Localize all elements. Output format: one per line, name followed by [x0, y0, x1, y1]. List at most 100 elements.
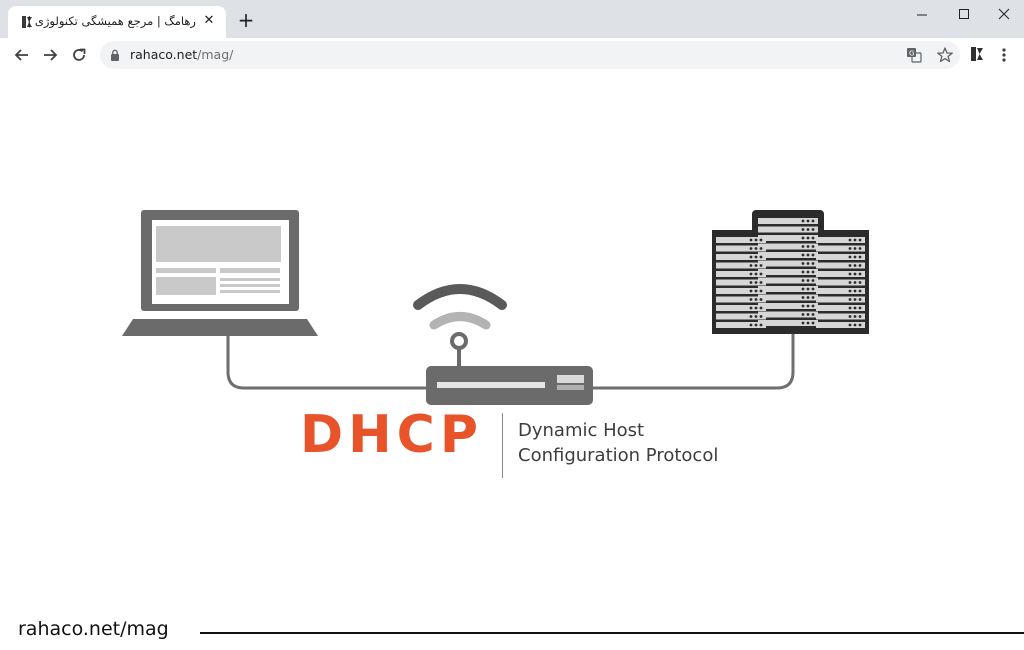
translate-icon[interactable]: G [906, 47, 922, 63]
server-led [759, 306, 763, 310]
minimize-icon [917, 14, 927, 16]
dhcp-title: DHCP [300, 405, 483, 465]
url-text[interactable]: rahaco.net/mag/ [130, 47, 233, 62]
tab-title: رهامگ | مرجع همیشگی تکنولوژی | [27, 14, 196, 28]
server-unit-right [816, 245, 865, 252]
server-led [858, 306, 862, 310]
server-led [848, 298, 852, 301]
server-led [749, 264, 753, 267]
server-unit-center [758, 226, 818, 233]
server-led [811, 253, 815, 257]
reload-icon[interactable] [69, 45, 89, 65]
wifi-router-icon [413, 284, 593, 405]
server-unit-left [716, 254, 766, 260]
server-unit-center [758, 260, 818, 267]
url-path: /mag/ [197, 47, 234, 62]
server-led [754, 272, 758, 276]
server-led [759, 255, 763, 259]
maximize-button[interactable] [944, 0, 984, 30]
menu-icon[interactable] [998, 45, 1010, 65]
minimize-button[interactable] [902, 0, 942, 30]
server-led [811, 296, 815, 299]
server-led [806, 245, 810, 248]
laptop-cable [226, 334, 428, 390]
server-led [806, 279, 810, 282]
extension-icon[interactable] [968, 45, 986, 63]
title-divider [502, 413, 503, 478]
server-led [754, 306, 758, 310]
server-led [759, 247, 763, 250]
server-led [811, 287, 815, 291]
server-unit-center [758, 320, 818, 326]
server-led [853, 315, 857, 318]
server-led [806, 304, 810, 308]
lock-icon[interactable] [110, 49, 120, 61]
server-led [806, 296, 810, 299]
server-led [801, 287, 805, 291]
site-watermark: rahaco.net/mag [18, 618, 169, 640]
tab-strip: رهامگ | مرجع همیشگی تکنولوژی | ✕ + [0, 0, 1024, 38]
close-icon [998, 8, 1010, 20]
server-led [853, 281, 857, 284]
server-unit-right [816, 271, 865, 277]
dhcp-diagram [122, 210, 869, 405]
server-led [858, 247, 862, 250]
server-led [848, 281, 852, 284]
server-led [806, 262, 810, 265]
server-unit-right [816, 322, 865, 328]
browser-toolbar: rahaco.net/mag/ G [0, 38, 1024, 72]
server-led [806, 253, 810, 257]
address-bar[interactable]: rahaco.net/mag/ G [100, 41, 960, 69]
server-led [754, 281, 758, 284]
star-icon[interactable] [936, 46, 954, 64]
browser-tab[interactable]: رهامگ | مرجع همیشگی تکنولوژی | ✕ [8, 6, 226, 38]
server-led [754, 264, 758, 267]
server-unit-center [758, 235, 818, 241]
dhcp-subtitle-line2: Configuration Protocol [518, 445, 719, 466]
server-unit-left [716, 279, 766, 286]
server-unit-right [816, 296, 865, 303]
server-led [811, 228, 815, 231]
back-arrow-icon[interactable] [12, 45, 32, 65]
server-led [858, 281, 862, 284]
server-cable [592, 334, 795, 390]
server-unit-left [716, 262, 766, 269]
server-led [749, 247, 753, 250]
server-led [801, 219, 805, 223]
server-led [811, 245, 815, 248]
svg-text:G: G [909, 50, 914, 58]
server-led [858, 264, 862, 267]
server-led [848, 272, 852, 276]
server-led [754, 247, 758, 250]
server-led [806, 228, 810, 231]
server-led [848, 289, 852, 293]
server-led [801, 245, 805, 248]
server-led [759, 264, 763, 267]
server-unit-center [758, 243, 818, 250]
tab-close-icon[interactable]: ✕ [203, 13, 215, 28]
forward-arrow-icon[interactable] [40, 45, 60, 65]
server-led [811, 236, 815, 240]
close-window-button[interactable] [984, 0, 1024, 30]
server-unit-left [716, 296, 766, 303]
server-led [858, 323, 862, 327]
server-unit-center [758, 311, 818, 318]
server-led [811, 313, 815, 316]
server-led [848, 306, 852, 310]
server-led [853, 238, 857, 242]
server-unit-left [716, 288, 766, 294]
server-rack-icon [712, 210, 869, 334]
server-led [759, 272, 763, 276]
server-led [858, 315, 862, 318]
laptop-icon [122, 210, 318, 336]
server-led [806, 321, 810, 325]
server-led [759, 315, 763, 318]
new-tab-button[interactable]: + [237, 8, 255, 32]
server-led [801, 262, 805, 265]
server-led [754, 255, 758, 259]
server-led [759, 289, 763, 293]
server-led [801, 304, 805, 308]
server-led [853, 272, 857, 276]
server-led [811, 270, 815, 274]
server-unit-left [716, 245, 766, 252]
